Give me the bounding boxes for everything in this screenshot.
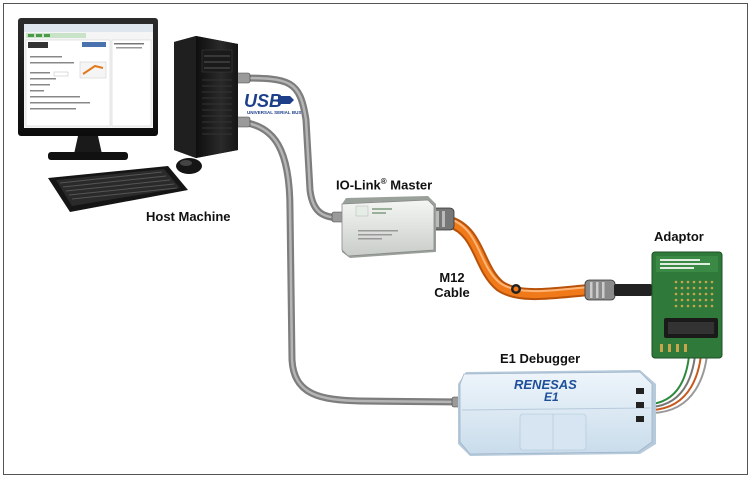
tower-pc: [174, 36, 238, 158]
e1-debugger-device: RENESAS E1: [458, 370, 656, 456]
mouse: [176, 158, 202, 174]
iolink-master-device: [341, 196, 436, 258]
label-iolink-master: IO-Link® Master: [336, 174, 432, 192]
iolink-master-name: IO-Link: [336, 177, 381, 193]
label-adaptor: Adaptor: [654, 229, 704, 244]
usb-cable-to-debugger: [236, 118, 466, 406]
svg-text:USB: USB: [244, 91, 282, 111]
label-m12-cable: M12 Cable: [429, 270, 475, 300]
e1-logo: E1: [544, 390, 559, 404]
diagram-border: [3, 3, 748, 475]
m12-connector-adaptor: [584, 279, 652, 301]
monitor: [18, 18, 158, 160]
registered-mark: ®: [380, 177, 387, 186]
usb-logo: USB UNIVERSAL SERIAL BUS: [244, 91, 301, 115]
label-host-machine: Host Machine: [146, 209, 231, 224]
m12-line1: M12: [439, 270, 465, 285]
svg-text:UNIVERSAL SERIAL BUS: UNIVERSAL SERIAL BUS: [247, 110, 301, 115]
label-e1-debugger: E1 Debugger: [500, 351, 581, 366]
iolink-master-suffix: Master: [386, 177, 433, 193]
renesas-logo: RENESAS: [514, 377, 577, 392]
adaptor-board: [651, 251, 723, 359]
m12-line2: Cable: [434, 285, 470, 300]
keyboard: [48, 166, 188, 212]
